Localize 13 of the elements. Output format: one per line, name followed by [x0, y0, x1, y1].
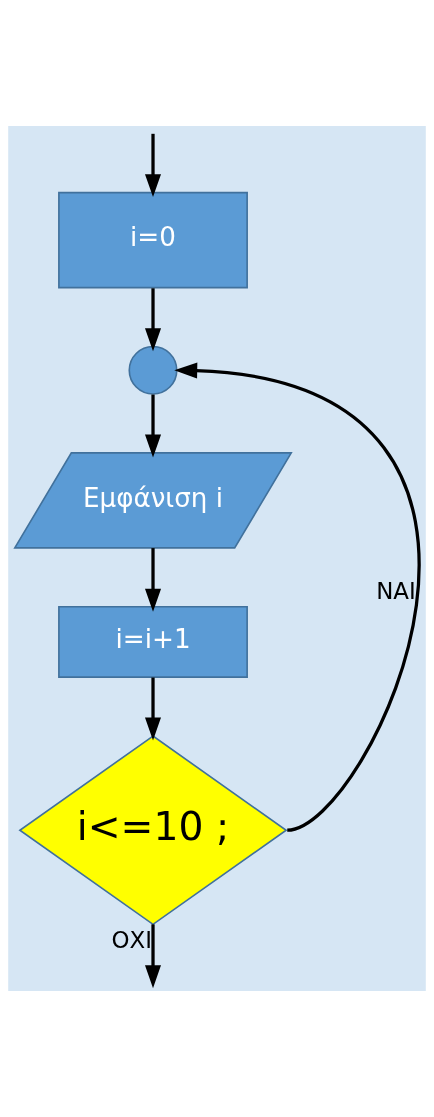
node-diamond: i<=10 ;: [18, 735, 288, 926]
arrow: [144, 677, 162, 741]
node-box: i=0: [58, 191, 248, 289]
node-circle: [128, 345, 178, 395]
arrow: [144, 548, 162, 612]
arrow: [144, 133, 162, 198]
edge-label: ΟΧΙ: [111, 926, 152, 953]
arrow: [144, 288, 162, 352]
edge-label: ΝΑΙ: [376, 577, 416, 604]
arrow: [174, 362, 421, 832]
node-box: i=i+1: [58, 605, 248, 678]
arrow: [144, 924, 162, 989]
arrow: [144, 394, 162, 458]
